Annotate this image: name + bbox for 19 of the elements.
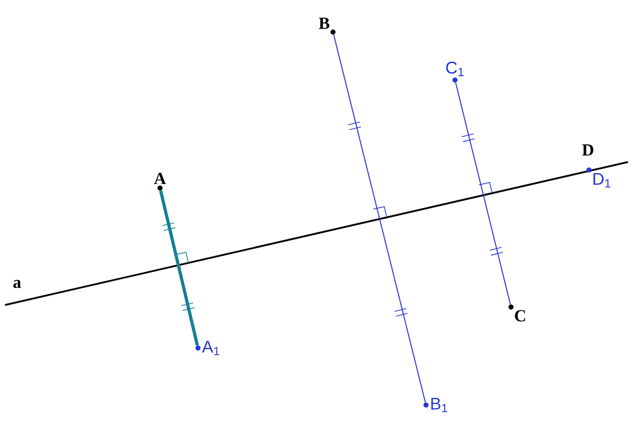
node-label: B$_{1}$ (431, 398, 448, 412)
node-label: A (154, 172, 166, 184)
point-label: D (582, 144, 594, 156)
node-label: C$_{1}$ (446, 62, 464, 76)
point: A$_{1}$ (195, 340, 220, 356)
segment (159, 190, 199, 346)
point: D$_{1}$ (586, 167, 610, 188)
node-label: A$_{1}$ (202, 340, 220, 356)
segment (455, 82, 511, 305)
point: B (318, 18, 336, 35)
node-label: D$_{1}$ (594, 173, 610, 188)
node-label: C (514, 310, 526, 322)
node-label: B (318, 18, 330, 29)
point: B$_{1}$ (423, 398, 448, 412)
point: A (154, 172, 166, 191)
point: C$_{1}$ (446, 62, 464, 83)
line-label: a (13, 280, 21, 288)
point: C (508, 304, 526, 322)
segment (333, 34, 426, 403)
